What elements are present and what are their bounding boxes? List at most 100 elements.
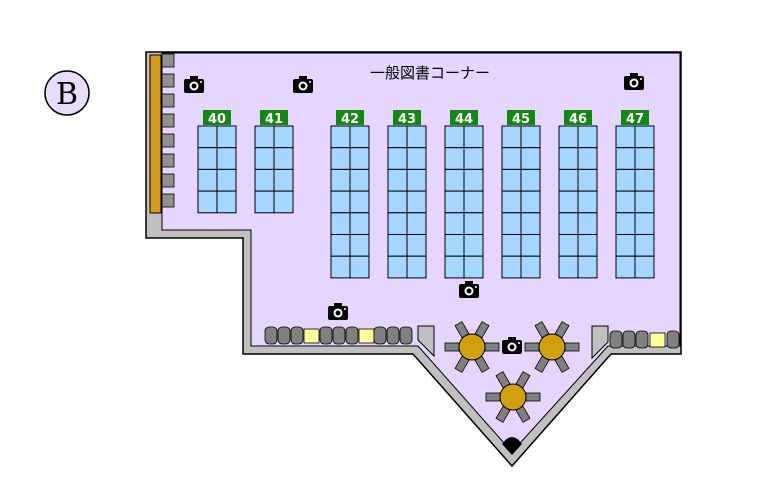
shelf-cell — [406, 212, 427, 236]
shelf-number: 47 — [626, 112, 644, 127]
camera-icon[interactable] — [502, 337, 522, 354]
shelf-cell — [349, 168, 370, 192]
shelf-group-40[interactable]: 40 — [197, 110, 237, 214]
counter-desk — [303, 328, 320, 344]
shelf-cell — [197, 190, 218, 214]
zone-label: B — [56, 77, 78, 112]
camera-icon[interactable] — [624, 73, 644, 90]
shelf-cell — [463, 212, 484, 236]
counter-chair — [332, 326, 346, 345]
shelf-cell — [558, 255, 579, 279]
shelf-cell — [387, 190, 408, 214]
shelf-cell — [197, 168, 218, 192]
shelf-group-43[interactable]: 43 — [387, 110, 427, 279]
shelf-groups: 40 41 42 43 44 45 46 47 — [197, 110, 655, 279]
shelf-number: 44 — [455, 112, 473, 127]
shelf-cell — [463, 190, 484, 214]
shelf-cell — [330, 255, 351, 279]
shelf-cell — [387, 168, 408, 192]
shelf-cell — [577, 212, 598, 236]
shelf-cell — [577, 234, 598, 257]
counter-chair — [277, 326, 291, 345]
counter-chair — [635, 330, 649, 349]
shelf-group-44[interactable]: 44 — [444, 110, 484, 279]
shelf-cell — [349, 212, 370, 236]
shelf-cell — [615, 212, 636, 236]
shelf-cell — [444, 190, 465, 214]
shelf-number: 45 — [512, 112, 530, 127]
shelf-number-badge — [564, 110, 592, 125]
shelf-number-badge — [507, 110, 535, 125]
shelf-cell — [501, 234, 522, 257]
shelf-cell — [558, 212, 579, 236]
shelf-cell — [558, 190, 579, 214]
zone-badge: B — [44, 70, 90, 116]
shelf-cell — [273, 125, 294, 149]
shelf-cell — [406, 168, 427, 192]
camera-icon[interactable] — [293, 76, 313, 93]
shelf-cell — [520, 147, 541, 170]
shelf-cell — [520, 255, 541, 279]
round-table[interactable] — [524, 321, 580, 373]
camera-icon[interactable] — [459, 281, 479, 298]
camera-icon[interactable] — [328, 303, 348, 320]
round-table[interactable] — [485, 371, 541, 423]
shelf-cell — [615, 190, 636, 214]
shelf-group-42[interactable]: 42 — [330, 110, 370, 279]
shelf-group-47[interactable]: 47 — [615, 110, 655, 279]
shelf-cell — [615, 234, 636, 257]
shelf-cell — [577, 190, 598, 214]
shelf-number: 43 — [398, 112, 416, 127]
shelf-cell — [577, 147, 598, 170]
shelf-cell — [520, 234, 541, 257]
shelf-cell — [520, 212, 541, 236]
table-top — [458, 333, 486, 361]
wall-shelf-block — [161, 53, 175, 68]
shelf-cell — [463, 168, 484, 192]
round-table[interactable] — [444, 321, 500, 373]
shelf-cell — [330, 212, 351, 236]
wall-shelf-block — [161, 73, 175, 88]
shelf-cell — [615, 147, 636, 170]
shelf-group-41[interactable]: 41 — [254, 110, 294, 214]
shelf-number-badge — [336, 110, 364, 125]
shelf-cell — [615, 125, 636, 149]
shelf-group-45[interactable]: 45 — [501, 110, 541, 279]
shelf-cell — [216, 190, 237, 214]
shelf-cell — [558, 234, 579, 257]
shelf-cell — [406, 125, 427, 149]
table-chair — [484, 342, 500, 352]
shelf-number: 40 — [208, 112, 226, 127]
shelf-cell — [349, 190, 370, 214]
shelf-cell — [444, 234, 465, 257]
counter-chair — [373, 326, 387, 345]
shelf-group-46[interactable]: 46 — [558, 110, 598, 279]
shelf-cell — [387, 147, 408, 170]
shelf-cell — [615, 255, 636, 279]
table-chair — [524, 342, 540, 352]
wall-notch-right — [591, 325, 609, 360]
shelf-cell — [634, 255, 655, 279]
shelf-cell — [330, 168, 351, 192]
shelf-cell — [254, 168, 275, 192]
shelf-cell — [349, 234, 370, 257]
shelf-cell — [558, 125, 579, 149]
shelf-cell — [330, 147, 351, 170]
shelf-cell — [501, 255, 522, 279]
table-chair — [485, 392, 501, 402]
shelf-cell — [634, 147, 655, 170]
shelf-cell — [273, 168, 294, 192]
counter-chair — [319, 326, 333, 345]
shelf-cell — [501, 190, 522, 214]
shelf-cell — [273, 147, 294, 170]
camera-icon[interactable] — [184, 76, 204, 93]
reading-tables — [444, 321, 580, 423]
shelf-number: 46 — [569, 112, 587, 127]
wall-shelf-block — [161, 93, 175, 108]
shelf-cell — [387, 212, 408, 236]
table-chair — [444, 342, 460, 352]
shelf-cell — [254, 125, 275, 149]
shelf-cell — [406, 234, 427, 257]
shelf-cell — [463, 147, 484, 170]
counter-chair — [290, 326, 304, 345]
